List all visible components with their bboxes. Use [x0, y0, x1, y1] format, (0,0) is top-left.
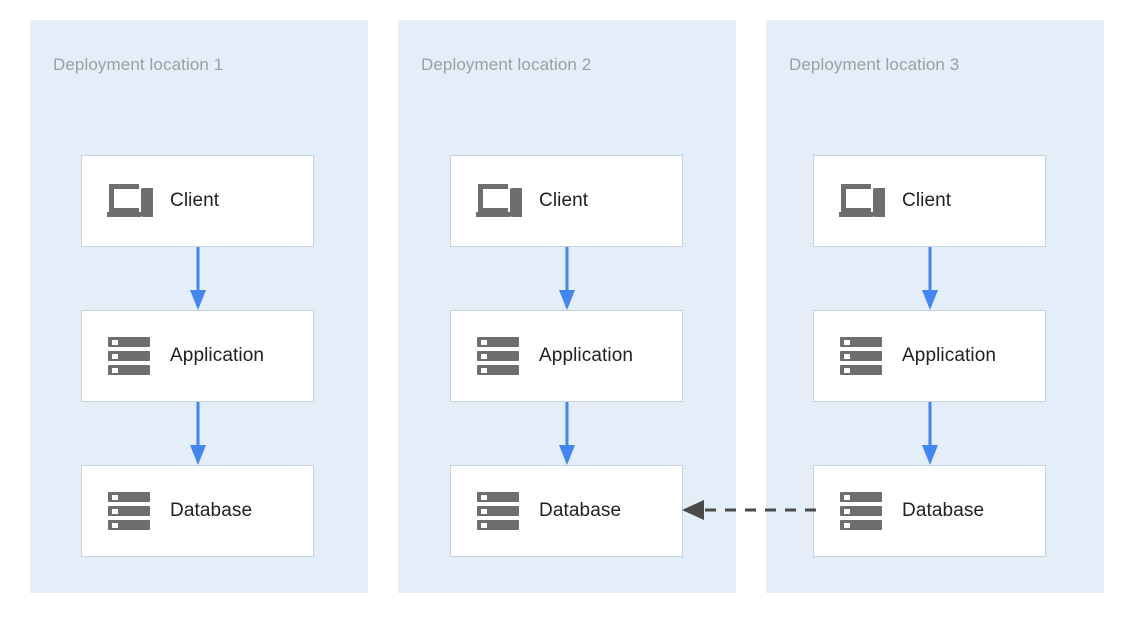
node-label-client-3: Client — [902, 190, 952, 211]
node-label-application-2: Application — [539, 345, 634, 366]
node-application-2[interactable]: Application — [450, 310, 683, 402]
arrow-application-3-to-database-3 — [922, 402, 938, 466]
node-client-3[interactable]: Client — [813, 155, 1046, 247]
server-icon — [104, 334, 156, 378]
devices-icon — [473, 179, 525, 223]
node-label-application-3: Application — [902, 345, 997, 366]
server-icon — [836, 489, 888, 533]
node-label-client-1: Client — [170, 190, 220, 211]
node-client-1[interactable]: Client — [81, 155, 314, 247]
devices-icon — [104, 179, 156, 223]
arrow-client-3-to-application-3 — [922, 247, 938, 311]
node-application-3[interactable]: Application — [813, 310, 1046, 402]
panel-title-2: Deployment location 2 — [421, 55, 592, 74]
node-application-1[interactable]: Application — [81, 310, 314, 402]
node-client-2[interactable]: Client — [450, 155, 683, 247]
node-database-2[interactable]: Database — [450, 465, 683, 557]
node-label-application-1: Application — [170, 345, 265, 366]
node-label-database-1: Database — [170, 500, 253, 521]
arrow-application-2-to-database-2 — [559, 402, 575, 466]
node-database-3[interactable]: Database — [813, 465, 1046, 557]
server-icon — [104, 489, 156, 533]
node-label-client-2: Client — [539, 190, 589, 211]
arrow-database-3-to-database-2-replication — [676, 498, 816, 522]
panel-title-3: Deployment location 3 — [789, 55, 960, 74]
panel-title-1: Deployment location 1 — [53, 55, 224, 74]
arrow-client-1-to-application-1 — [190, 247, 206, 311]
arrow-client-2-to-application-2 — [559, 247, 575, 311]
devices-icon — [836, 179, 888, 223]
arrow-application-1-to-database-1 — [190, 402, 206, 466]
server-icon — [836, 334, 888, 378]
server-icon — [473, 334, 525, 378]
node-label-database-2: Database — [539, 500, 622, 521]
server-icon — [473, 489, 525, 533]
node-label-database-3: Database — [902, 500, 985, 521]
node-database-1[interactable]: Database — [81, 465, 314, 557]
